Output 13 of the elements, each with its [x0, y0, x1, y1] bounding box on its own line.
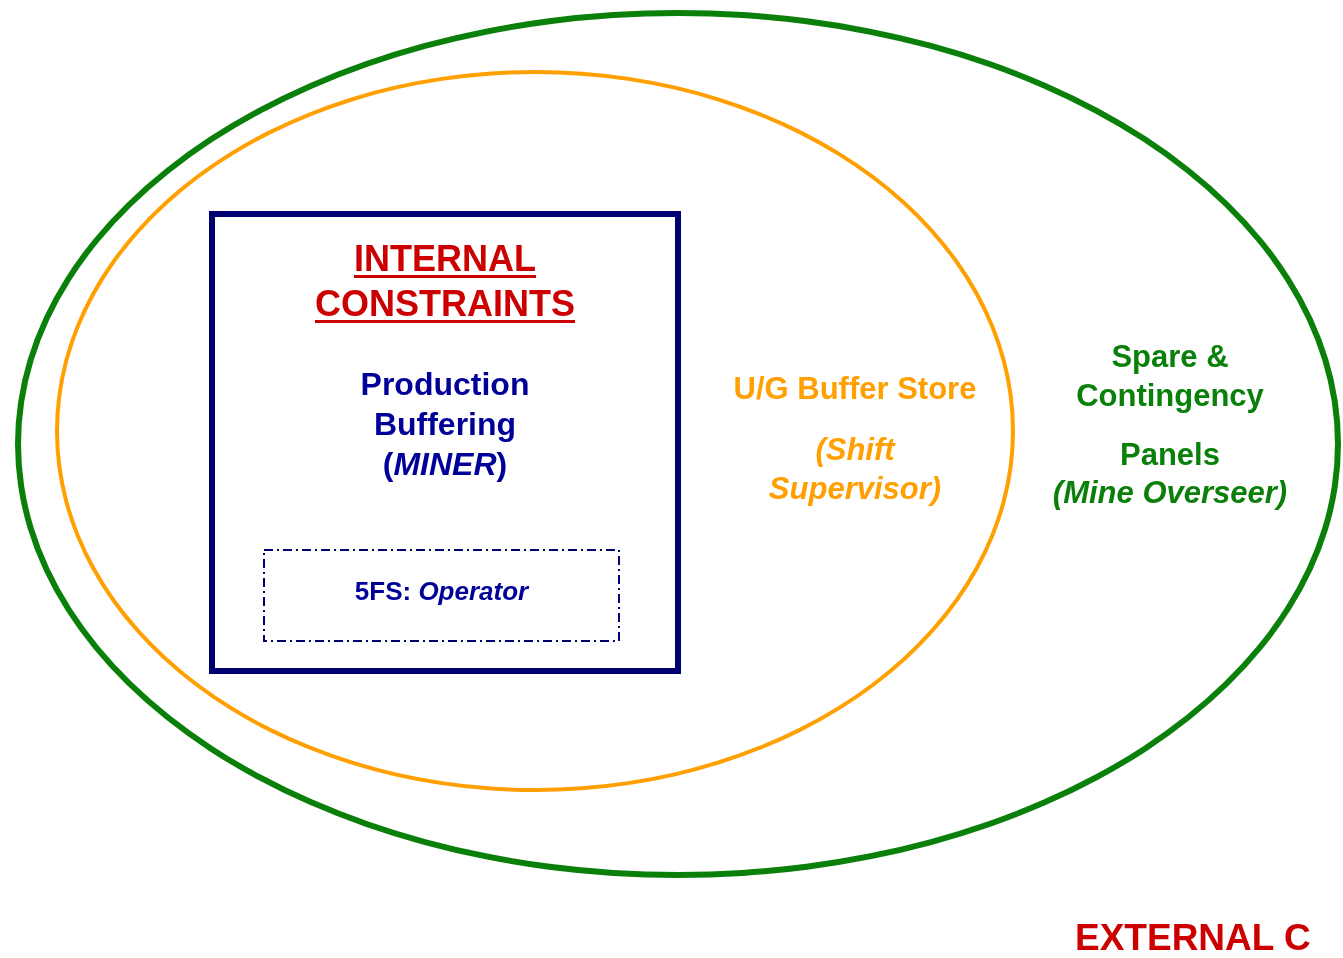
- outer-ellipse: [15, 10, 1341, 878]
- inner-box: [209, 211, 681, 674]
- heading: INTERNAL CONSTRAINTS: [314, 237, 576, 326]
- role-text: (Shift Supervisor): [767, 430, 943, 508]
- label-text: Production Buffering (MINER): [359, 365, 531, 484]
- label-text: Spare & Contingency: [1075, 338, 1265, 415]
- label-text: 5FS: Operator: [354, 575, 529, 608]
- dashed-box: [263, 549, 620, 642]
- middle-ellipse: [55, 70, 1015, 792]
- label-text: U/G Buffer Store: [733, 370, 977, 408]
- role-text: (Mine Overseer): [1052, 474, 1288, 513]
- caption-text: EXTERNAL C: [1075, 918, 1311, 958]
- label-text: Panels: [1120, 435, 1220, 474]
